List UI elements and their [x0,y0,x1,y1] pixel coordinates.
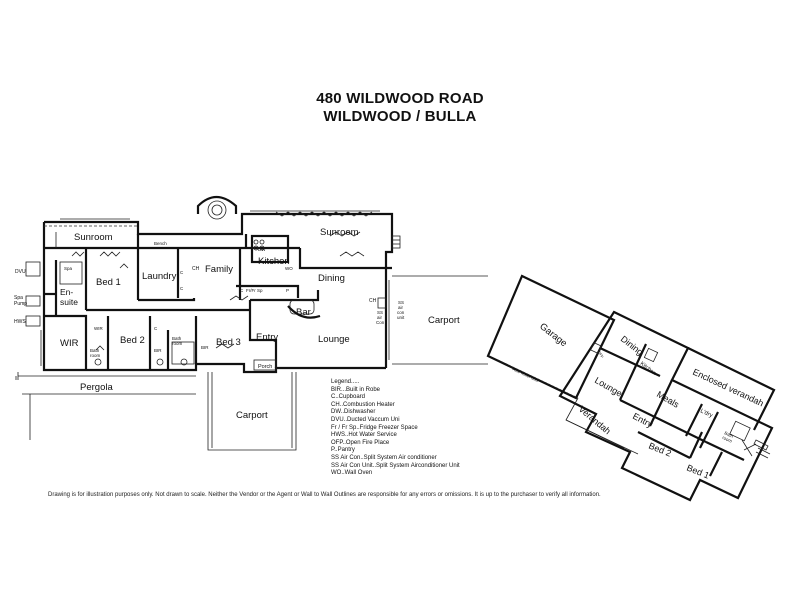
room-label-sunroom-left: Sunroom [74,232,113,243]
room-label-entry: Entry [256,332,278,343]
room-label-pergola: Pergola [80,382,113,393]
unit-label-enclosed-verandah: Enclosed verandah [691,367,765,409]
fixture-label-wo: WO [285,266,293,271]
legend-item: C..Cupboard [331,394,366,401]
room-label-bed2: Bed 2 [120,335,145,346]
room-label-laundry: Laundry [142,271,177,282]
room-label-porch: Porch [258,364,272,370]
legend-item: Fr / Fr Sp..Fridge Freezer Space [331,424,418,431]
fixture-label-c-2: C [180,286,184,291]
legend-item: SS Air Con..Split System Air conditioner [331,454,437,461]
legend-heading: Legend..... [331,379,360,385]
unit-label-bed2: Bed 2 [647,441,673,459]
unit-labels: Garage Auto Roller door Dining Kitchen L… [512,321,766,481]
fixture-label-p: P [286,288,289,293]
fixture-label-bench: Bench [154,241,167,246]
unit-label-ofp: OFP [597,351,604,360]
fixture-label-dvu: DVU [15,269,26,275]
room-label-wir: WIR [60,338,79,349]
legend-item: P..Pantry [331,447,355,454]
unit-label-entry: Entry [631,411,655,430]
room-label-ensuite: En-suite [60,287,78,307]
fixture-label-dw: DW [258,247,266,252]
legend-item: HWS..Hot Water Service [331,432,397,439]
plan-title-address: 480 WILDWOOD ROAD [316,90,484,107]
plan-title-suburb: WILDWOOD / BULLA [323,108,477,125]
room-label-dining: Dining [318,273,345,284]
fixture-label-ch-family: CH [192,266,200,272]
fixture-label-bir-2: BIR [154,348,162,353]
main-house-details [25,225,401,371]
fixture-label-bir-1: WIR [94,326,103,331]
unit-details [590,342,771,459]
room-label-carport-bottom: Carport [236,410,268,421]
legend-item: CH..Combustion Heater [331,401,395,408]
legend: Legend..... BIR...Built in Robe C..Cupbo… [331,379,460,478]
room-label-kitchen: Kitchen [258,256,290,267]
room-label-lounge: Lounge [318,334,350,345]
fixture-label-c-3: C [154,326,158,331]
fixture-label-hws: HWS [14,319,26,325]
legend-item: OFP..Open Fire Place [331,439,390,446]
disclaimer-text: Drawing is for illustration purposes onl… [48,492,601,498]
legend-item: DVU..Ducted Vaccum Uni [331,416,400,423]
fixture-label-spa: Spa [64,266,73,271]
room-label-family: Family [205,264,233,275]
unit-label-lounge: Lounge [593,375,624,399]
unit-walls [486,274,776,502]
main-house-windows [40,210,390,366]
unit-label-auto-door: Auto Roller door [512,366,541,383]
unit-label-ldry: L'dry [699,408,713,419]
pergola-carport [15,275,488,451]
fixture-label-ch-lounge: CH [369,298,377,304]
fixture-label-c-1: C [180,270,184,275]
legend-item: SS Air Con Unit..Split System Airconditi… [331,462,460,469]
legend-item: DW..Dishwasher [331,409,376,416]
room-label-bed1: Bed 1 [96,277,121,288]
fixture-label-fr-sp: Fr/Fr Sp [246,288,263,293]
main-house-labels: Sunroom Sunroom Bed 1 Laundry Family Kit… [60,227,460,421]
room-label-bar: Bar [296,307,311,318]
fixture-label-c-4: C [240,288,244,293]
unit-label-garage: Garage [537,321,569,349]
unit-label-bathroom: Bathroom [721,430,735,444]
unit-label-dining: Dining [619,334,645,358]
room-label-bed3: Bed 3 [216,337,241,348]
legend-item: BIR...Built in Robe [331,386,381,393]
fixture-label-bir-3: BIR [201,345,209,350]
unit-label-bed1: Bed 1 [685,463,711,481]
legend-item: WO..Wall Oven [331,470,373,477]
room-label-carport-right: Carport [428,315,460,326]
room-label-sunroom-right: Sunroom [320,227,359,238]
unit-label-verandah: Verandah [577,404,613,436]
unit-label-kitchen: Kitchen [639,361,657,377]
